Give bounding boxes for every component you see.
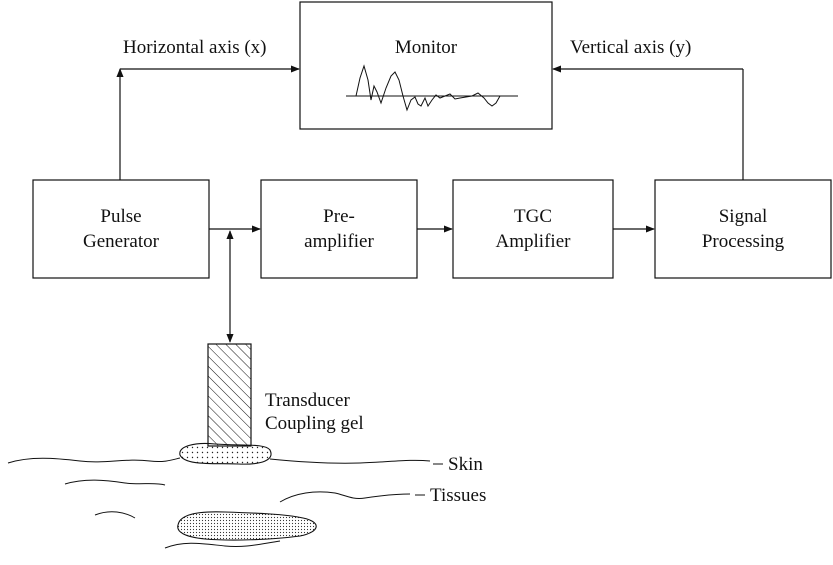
monitor-block: Monitor bbox=[299, 1, 553, 130]
tgc-amplifier-block: TGC Amplifier bbox=[452, 179, 614, 279]
pulse-generator-label-line1: Pulse bbox=[100, 206, 141, 227]
vertical-axis-label: Vertical axis (y) bbox=[570, 37, 691, 58]
skin-line bbox=[7, 457, 431, 464]
signal-processing-block: Signal Processing bbox=[654, 179, 832, 279]
tgc-amplifier-label-line1: TGC bbox=[514, 206, 552, 227]
pulse-generator-label-line2: Generator bbox=[83, 231, 160, 252]
signal-processing-label-line2: Processing bbox=[702, 231, 785, 252]
transducer-probe bbox=[207, 343, 252, 447]
tissues-label: Tissues bbox=[430, 485, 486, 506]
transducer-label: Transducer bbox=[265, 390, 350, 411]
horizontal-axis-label: Horizontal axis (x) bbox=[123, 37, 267, 58]
monitor-label: Monitor bbox=[395, 37, 458, 58]
horizontal-axis-connection: Horizontal axis (x) bbox=[116, 37, 300, 180]
preamplifier-label-line1: Pre- bbox=[323, 206, 355, 227]
vertical-axis-connection: Vertical axis (y) bbox=[552, 37, 744, 180]
preamplifier-block: Pre- amplifier bbox=[260, 179, 418, 279]
coupling-gel-label: Coupling gel bbox=[265, 413, 364, 434]
tissue-lines bbox=[64, 479, 411, 549]
preamplifier-label-line2: amplifier bbox=[304, 231, 374, 252]
a-scan-trace bbox=[346, 64, 518, 112]
tissue-structure-blob bbox=[177, 511, 317, 541]
pulse-generator-block: Pulse Generator bbox=[32, 179, 210, 279]
signal-processing-label-line1: Signal bbox=[719, 206, 768, 227]
coupling-gel-blob bbox=[179, 442, 272, 465]
tgc-amplifier-label-line2: Amplifier bbox=[496, 231, 572, 252]
skin-label: Skin bbox=[448, 454, 483, 475]
